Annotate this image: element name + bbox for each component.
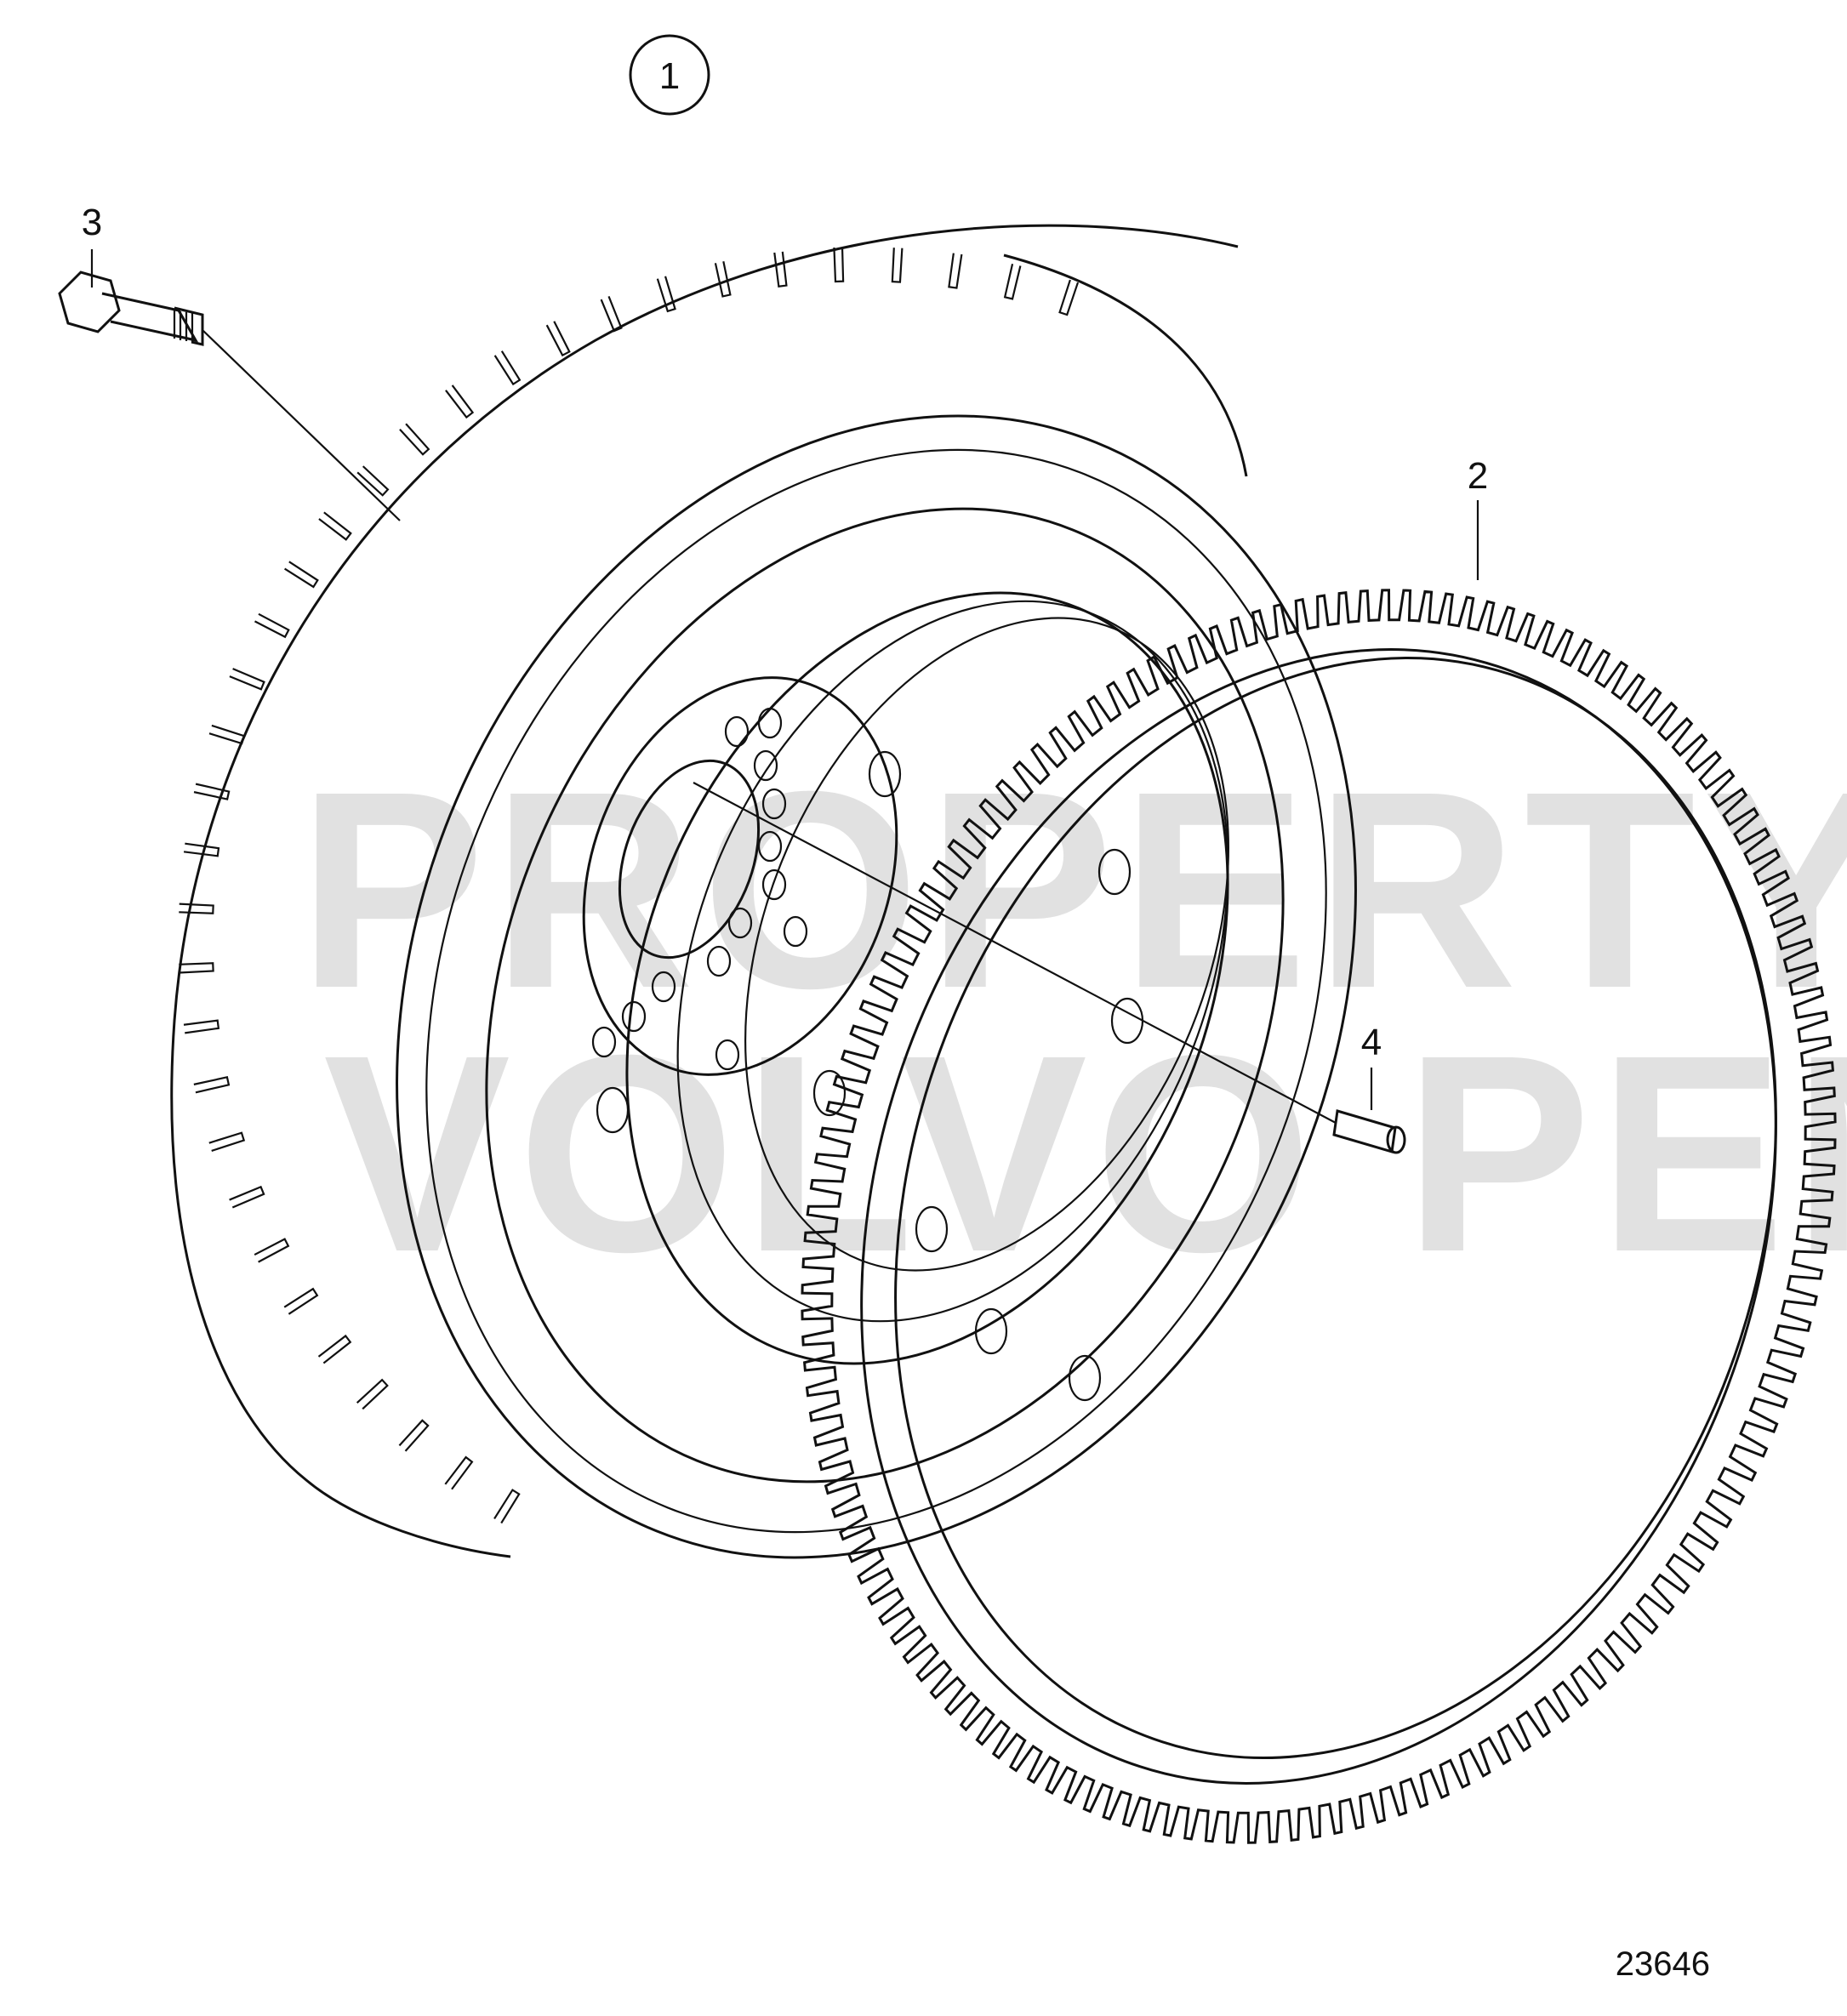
sensor-slot: [254, 1238, 290, 1263]
dowel-pin-end: [1386, 1125, 1406, 1154]
sensor-slot: [833, 247, 845, 283]
bolt-hole: [724, 715, 750, 748]
sensor-slot: [208, 724, 246, 745]
flywheel-bolt: [58, 271, 204, 346]
callout-2-label: 2: [1468, 455, 1488, 497]
ring-gear-teeth: [801, 589, 1837, 1844]
drawing-number: 23646: [1616, 1945, 1710, 1983]
bolt-hole: [761, 788, 787, 820]
flywheel-rim-chamfer: [425, 448, 1327, 1534]
bolt-center-line: [202, 329, 401, 521]
mounting-hole: [1097, 848, 1132, 896]
ring-gear-tooth-profile: [801, 589, 1837, 1844]
flywheel: [170, 224, 1357, 1559]
sensor-slot: [254, 612, 290, 639]
callout-4-label: 4: [1361, 1022, 1382, 1063]
flywheel-center-bore: [618, 759, 761, 960]
bolt-hole: [727, 907, 753, 939]
flywheel-hub: [582, 676, 898, 1076]
sensor-slot: [773, 251, 788, 288]
mounting-hole: [1068, 1354, 1102, 1402]
flywheel-friction-face: [485, 507, 1285, 1484]
ring-gear: [801, 589, 1837, 1844]
sensor-slot: [193, 1076, 231, 1094]
bolt-hole: [621, 1000, 647, 1033]
bolt-hole: [651, 971, 676, 1003]
bolt-head: [58, 271, 121, 333]
flywheel-back-rim: [170, 224, 1239, 1558]
sensor-slot: [891, 248, 904, 283]
pin-center-line: [693, 782, 1337, 1124]
sensor-slot: [398, 1419, 430, 1452]
sensor-slot: [183, 842, 220, 857]
watermark-line-2: VOLVO PENTA: [323, 996, 1847, 1310]
bolt-thread-lines: [173, 310, 194, 342]
sensor-slot: [600, 295, 623, 333]
bolt-hole: [753, 749, 778, 782]
sensor-slot: [444, 1455, 474, 1490]
leader-lines: [90, 249, 1479, 1124]
sensor-slot: [318, 511, 352, 541]
sensor-slot: [208, 1131, 246, 1152]
flywheel-outer-rim: [396, 414, 1357, 1559]
mounting-hole: [596, 1086, 630, 1134]
flywheel-bolt-holes: [591, 707, 1144, 1402]
mounting-hole: [974, 1307, 1008, 1355]
bolt-hole: [757, 830, 783, 863]
ring-gear-inner-edge: [860, 648, 1777, 1785]
mounting-hole: [915, 1205, 949, 1253]
bolt-hole: [783, 915, 808, 948]
sensor-slot: [179, 962, 214, 974]
sensor-slot: [229, 1185, 265, 1209]
sensor-slot: [317, 1334, 352, 1364]
sensor-slot: [714, 261, 732, 298]
flywheel-recess-step-2: [744, 617, 1229, 1272]
sensor-slot: [493, 1489, 521, 1524]
bolt-hole: [757, 707, 783, 739]
callout-3-label: 3: [82, 202, 102, 243]
sensor-slot: [493, 350, 522, 386]
sensor-slot: [948, 253, 963, 289]
sensor-slot: [545, 321, 571, 357]
bolt-hole: [591, 1026, 617, 1058]
sensor-slot: [445, 384, 475, 419]
watermark-line-1: PROPERTY OF: [298, 732, 1847, 1046]
bolt-hole: [715, 1039, 740, 1071]
sensor-slot: [356, 465, 390, 497]
sensor-slot: [1058, 279, 1080, 316]
mounting-hole: [868, 750, 902, 798]
sensor-slot: [399, 423, 430, 456]
flywheel-sensor-slots: [179, 247, 1080, 1524]
sensor-slot: [193, 783, 231, 800]
sensor-slot: [356, 1378, 389, 1410]
mounting-hole: [812, 1069, 847, 1117]
callout-1-circle: [629, 34, 710, 116]
sensor-slot: [283, 1287, 319, 1315]
watermark: PROPERTY OF VOLVO PENTA: [298, 732, 1847, 1310]
sensor-slot: [284, 561, 319, 589]
ring-gear-inner-edge-2: [894, 657, 1777, 1759]
callout-1: 1: [629, 34, 710, 116]
sensor-slot: [229, 668, 265, 691]
sensor-slot: [183, 1019, 220, 1034]
callout-1-label: 1: [659, 55, 680, 97]
bolt-hole: [706, 945, 732, 977]
flywheel-recess: [625, 591, 1229, 1365]
bolt-thread: [174, 306, 204, 346]
sensor-slot: [179, 903, 214, 914]
sensor-slot: [1003, 264, 1022, 300]
flywheel-side-surface: [1003, 253, 1248, 477]
bolt-hole: [761, 868, 787, 901]
sensor-slot: [656, 276, 676, 313]
dowel-pin: [1332, 1109, 1406, 1154]
